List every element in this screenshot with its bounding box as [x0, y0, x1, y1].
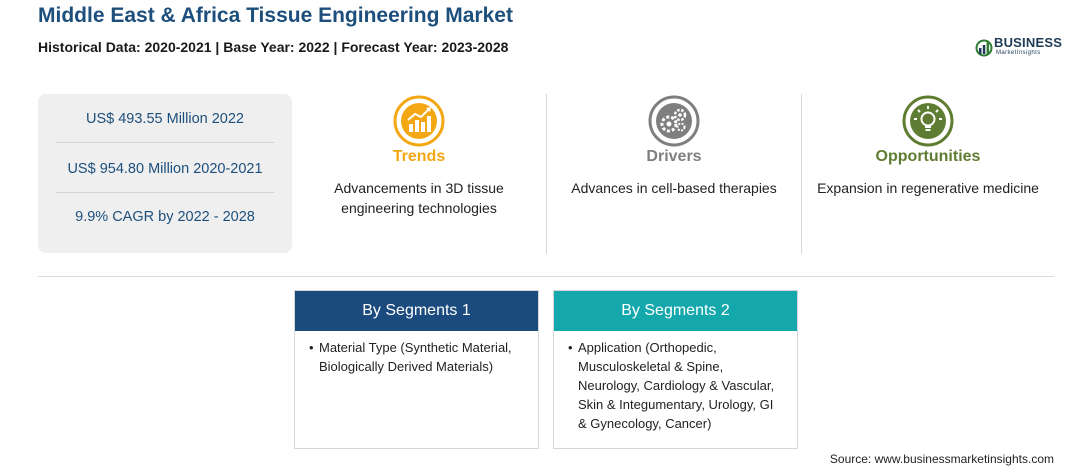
segment-1-heading: By Segments 1 [295, 291, 538, 331]
gears-icon [648, 95, 700, 147]
lightbulb-icon [902, 95, 954, 147]
globe-chart-icon [975, 39, 993, 57]
drivers-text: Advances in cell-based therapies [571, 180, 777, 196]
logo-name: BUSINESS [994, 35, 1063, 50]
stat-cagr: 9.9% CAGR by 2022 - 2028 [75, 209, 255, 225]
trends-heading: Trends [392, 148, 446, 165]
drivers-heading: Drivers [646, 148, 702, 165]
stat-market-size-2022: US$ 493.55 Million 2022 [86, 111, 244, 127]
trend-chart-icon [393, 95, 445, 147]
market-stats-panel: US$ 493.55 Million 2022 US$ 954.80 Milli… [38, 94, 292, 253]
page-subtitle: Historical Data: 2020-2021 | Base Year: … [38, 39, 509, 55]
segment-box-1: By Segments 1 Material Type (Synthetic M… [294, 290, 539, 449]
segment-2-heading: By Segments 2 [554, 291, 797, 331]
stat-market-size-historical: US$ 954.80 Million 2020-2021 [67, 161, 263, 177]
stat-divider [56, 142, 274, 143]
opportunities-text: Expansion in regenerative medicine [817, 180, 1039, 196]
drivers-column: Drivers Advances in cell-based therapies [551, 94, 797, 254]
segment-1-list: Material Type (Synthetic Material, Biolo… [295, 338, 538, 376]
segment-1-item: Material Type (Synthetic Material, Biolo… [309, 338, 526, 376]
column-divider [546, 94, 547, 254]
opportunities-heading: Opportunities [875, 148, 981, 165]
trends-text: Advancements in 3D tissue engineering te… [334, 180, 504, 216]
opportunities-column: Opportunities Expansion in regenerative … [805, 94, 1051, 254]
segment-2-list: Application (Orthopedic, Musculoskeletal… [554, 338, 797, 433]
stat-divider [56, 192, 274, 193]
logo-subtitle: MarketInsights [996, 50, 1041, 56]
page-title: Middle East & Africa Tissue Engineering … [38, 4, 513, 27]
segment-2-item: Application (Orthopedic, Musculoskeletal… [568, 338, 785, 433]
source-credit: Source: www.businessmarketinsights.com [829, 452, 1054, 466]
trends-column: Trends Advancements in 3D tissue enginee… [296, 94, 542, 254]
segment-box-2: By Segments 2 Application (Orthopedic, M… [553, 290, 798, 449]
company-logo: BUSINESS MarketInsights [975, 34, 1065, 60]
column-divider [801, 94, 802, 254]
section-divider [38, 276, 1054, 277]
